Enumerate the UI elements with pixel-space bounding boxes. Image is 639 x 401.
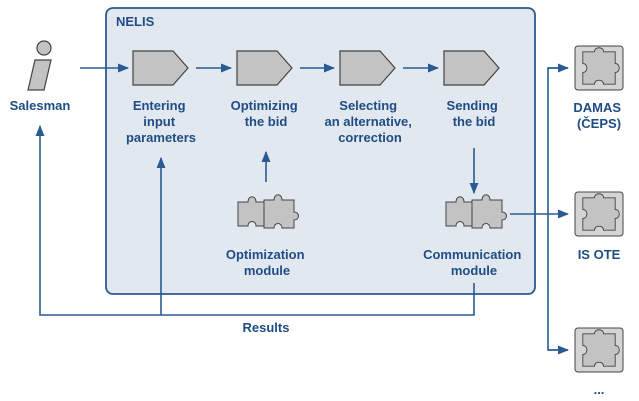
external-isote-label: IS OTE: [578, 247, 621, 262]
step-4-label: Sending the bid: [447, 98, 502, 129]
external-bus-line: [547, 67, 568, 351]
puzzle-tile-icon: [582, 47, 620, 85]
step-1-label: Entering input parameters: [126, 98, 196, 145]
actor-label: Salesman: [10, 98, 71, 113]
step-1-shape: [132, 50, 189, 86]
step-3-label: Selecting an alternative, correction: [324, 98, 415, 145]
external-more-tile: [574, 327, 624, 373]
optimization-module-label: Optimization module: [226, 247, 308, 278]
puzzle-tile-icon: [582, 193, 620, 231]
step-4-shape: [443, 50, 500, 86]
step-2-shape: [236, 50, 293, 86]
system-title: NELIS: [116, 14, 155, 29]
nelis-system-box: [105, 7, 536, 295]
person-info-icon: [27, 40, 52, 91]
puzzle-pieces-icon: [445, 194, 507, 229]
puzzle-pieces-icon: [237, 194, 299, 229]
communication-module-label: Communication module: [423, 247, 525, 278]
step-3-shape: [339, 50, 396, 86]
external-more-label: ...: [594, 382, 605, 397]
step-2-label: Optimizing the bid: [231, 98, 302, 129]
external-isote-tile: [574, 191, 624, 237]
external-damas-tile: [574, 45, 624, 91]
external-damas-label: DAMAS (ČEPS): [573, 100, 624, 131]
results-line: [35, 124, 475, 316]
puzzle-tile-icon: [582, 329, 620, 367]
results-label: Results: [243, 320, 290, 335]
